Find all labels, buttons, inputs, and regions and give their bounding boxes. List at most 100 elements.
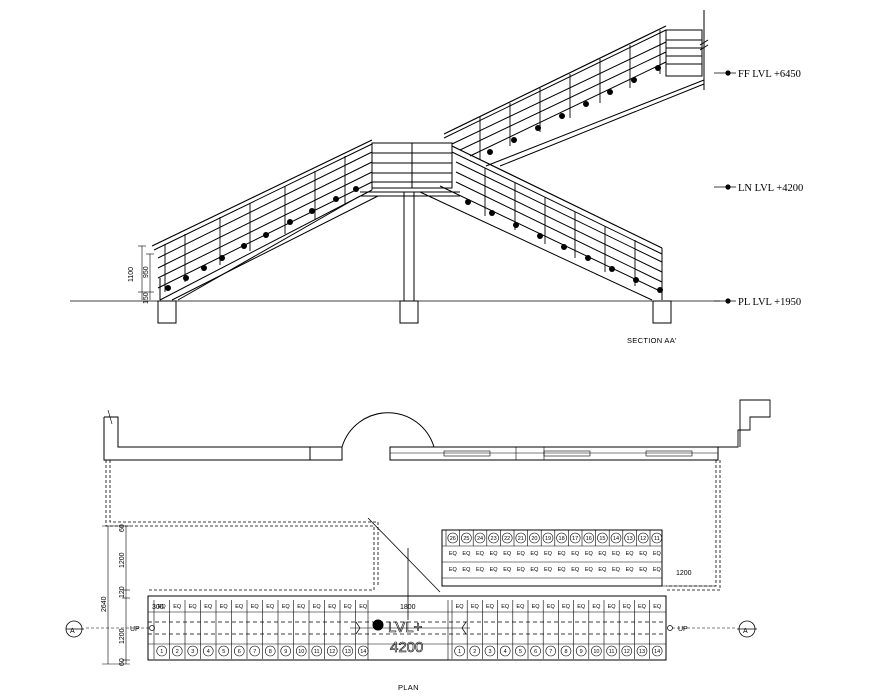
- upper-tread-circle: [610, 532, 622, 544]
- plan-tread-grids: 1EQ2EQ3EQ4EQ5EQ6EQ7EQ8EQ9EQ10EQ11EQ12EQ1…: [153, 530, 663, 659]
- lower-tread-circle: [202, 645, 214, 657]
- upper-tread-circle: [624, 532, 635, 544]
- upper-tread-eq: EQ: [503, 567, 512, 573]
- lower-tread-circle: [171, 645, 183, 657]
- dim-60-top: 60: [119, 524, 126, 532]
- upper-tread-number: 24: [477, 536, 483, 542]
- right-tread-number: 13: [639, 649, 645, 655]
- lower-tread-eq: EQ: [158, 604, 167, 610]
- upper-flight: [443, 10, 709, 167]
- section-caption: SECTION AA': [627, 336, 677, 345]
- right-tread-circle: [469, 645, 481, 657]
- right-tread-circle: [515, 645, 526, 657]
- upper-tread-circle: [488, 532, 499, 544]
- upper-tread-eq: EQ: [530, 551, 539, 557]
- landing-level-label: LVL+: [388, 619, 423, 636]
- upper-tread-eq: EQ: [626, 567, 635, 573]
- lower-tread-circle: [326, 645, 338, 657]
- right-tread-circle: [575, 645, 587, 657]
- upper-tread-eq: EQ: [558, 551, 567, 557]
- right-tread-number: 12: [624, 649, 630, 655]
- right-tread-number: 9: [580, 649, 583, 655]
- lower-tread-number: 8: [269, 649, 272, 655]
- dim-2640: 2640: [101, 596, 108, 612]
- upper-tread-eq: EQ: [544, 551, 553, 557]
- right-lower-flight: [419, 145, 663, 301]
- upper-tread-eq: EQ: [598, 551, 607, 557]
- level-ff: FF LVL +6450: [738, 69, 801, 80]
- upper-tread-eq: EQ: [517, 551, 526, 557]
- lower-tread-circle: [311, 645, 323, 657]
- upper-tread-circle: [474, 532, 486, 544]
- upper-tread-circle: [515, 532, 527, 544]
- upper-tread-circle: [501, 532, 513, 544]
- upper-tread-eq: EQ: [476, 567, 485, 573]
- right-tread-eq: EQ: [623, 604, 632, 610]
- lower-tread-circle: [233, 645, 245, 657]
- dim-300: 300: [152, 604, 164, 611]
- right-tread-number: 11: [609, 649, 615, 655]
- upper-tread-eq: EQ: [462, 551, 471, 557]
- upper-tread-circle: [556, 532, 567, 544]
- upper-tread-eq: EQ: [558, 567, 567, 573]
- lower-tread-circle: [295, 645, 307, 657]
- lower-tread-eq: EQ: [313, 604, 322, 610]
- right-tread-circle: [591, 645, 602, 657]
- dim-1200-right: 1200: [676, 570, 692, 577]
- upper-tread-eq: EQ: [544, 567, 553, 573]
- right-tread-eq: EQ: [638, 604, 647, 610]
- upper-tread-eq: EQ: [612, 567, 621, 573]
- upper-tread-number: 16: [586, 536, 592, 542]
- upper-tread-eq: EQ: [476, 551, 485, 557]
- dim-150: 150: [143, 292, 150, 304]
- lower-tread-eq: EQ: [204, 604, 213, 610]
- lower-tread-eq: EQ: [235, 604, 244, 610]
- right-tread-eq: EQ: [547, 604, 556, 610]
- section-view: [70, 10, 736, 324]
- right-tread-number: 2: [473, 649, 476, 655]
- upper-tread-circle: [651, 532, 663, 544]
- right-tread-circle: [606, 645, 617, 657]
- lower-tread-number: 12: [329, 649, 335, 655]
- upper-tread-eq: EQ: [462, 567, 471, 573]
- upper-flight-box: [441, 529, 663, 587]
- dim-1800: 1800: [400, 604, 416, 611]
- upper-tread-eq: EQ: [598, 567, 607, 573]
- right-tread-number: 14: [654, 649, 660, 655]
- upper-tread-eq: EQ: [653, 551, 662, 557]
- lower-tread-number: 3: [191, 649, 194, 655]
- lower-tread-circle: [249, 645, 261, 657]
- upper-tread-eq: EQ: [653, 567, 662, 573]
- upper-tread-number: 13: [627, 536, 633, 542]
- section-marker-right-label: A: [743, 628, 748, 635]
- dim-1100: 1100: [128, 267, 135, 282]
- upper-tread-eq: EQ: [503, 551, 512, 557]
- dim-1200-top: 1200: [119, 552, 126, 568]
- door-arc: [341, 412, 435, 448]
- lower-tread-number: 13: [345, 649, 351, 655]
- right-tread-eq: EQ: [456, 604, 465, 610]
- right-tread-number: 7: [549, 649, 552, 655]
- footing-center: [399, 300, 419, 324]
- section-marker-left: [65, 620, 84, 638]
- upper-tread-number: 21: [518, 536, 524, 542]
- lower-tread-circle: [342, 645, 354, 657]
- footing-right: [652, 300, 672, 324]
- right-tread-number: 5: [519, 649, 522, 655]
- upper-balusters: [479, 30, 661, 160]
- dim-950: 950: [143, 266, 150, 278]
- upper-tread-eq: EQ: [639, 567, 648, 573]
- right-tread-circle: [454, 645, 465, 657]
- lower-tread-circle: [156, 645, 168, 657]
- upper-tread-number: 12: [640, 536, 646, 542]
- upper-tread-number: 15: [599, 536, 605, 542]
- upper-tread-eq: EQ: [585, 567, 594, 573]
- lower-tread-number: 4: [207, 649, 210, 655]
- right-tread-circle: [560, 645, 572, 657]
- up-label-left: UP: [130, 626, 140, 633]
- lower-tread-circle: [218, 645, 230, 657]
- section-marker-left-label: A: [70, 628, 75, 635]
- right-tread-circle: [621, 645, 633, 657]
- right-tread-number: 8: [564, 649, 567, 655]
- lower-tread-number: 11: [314, 649, 320, 655]
